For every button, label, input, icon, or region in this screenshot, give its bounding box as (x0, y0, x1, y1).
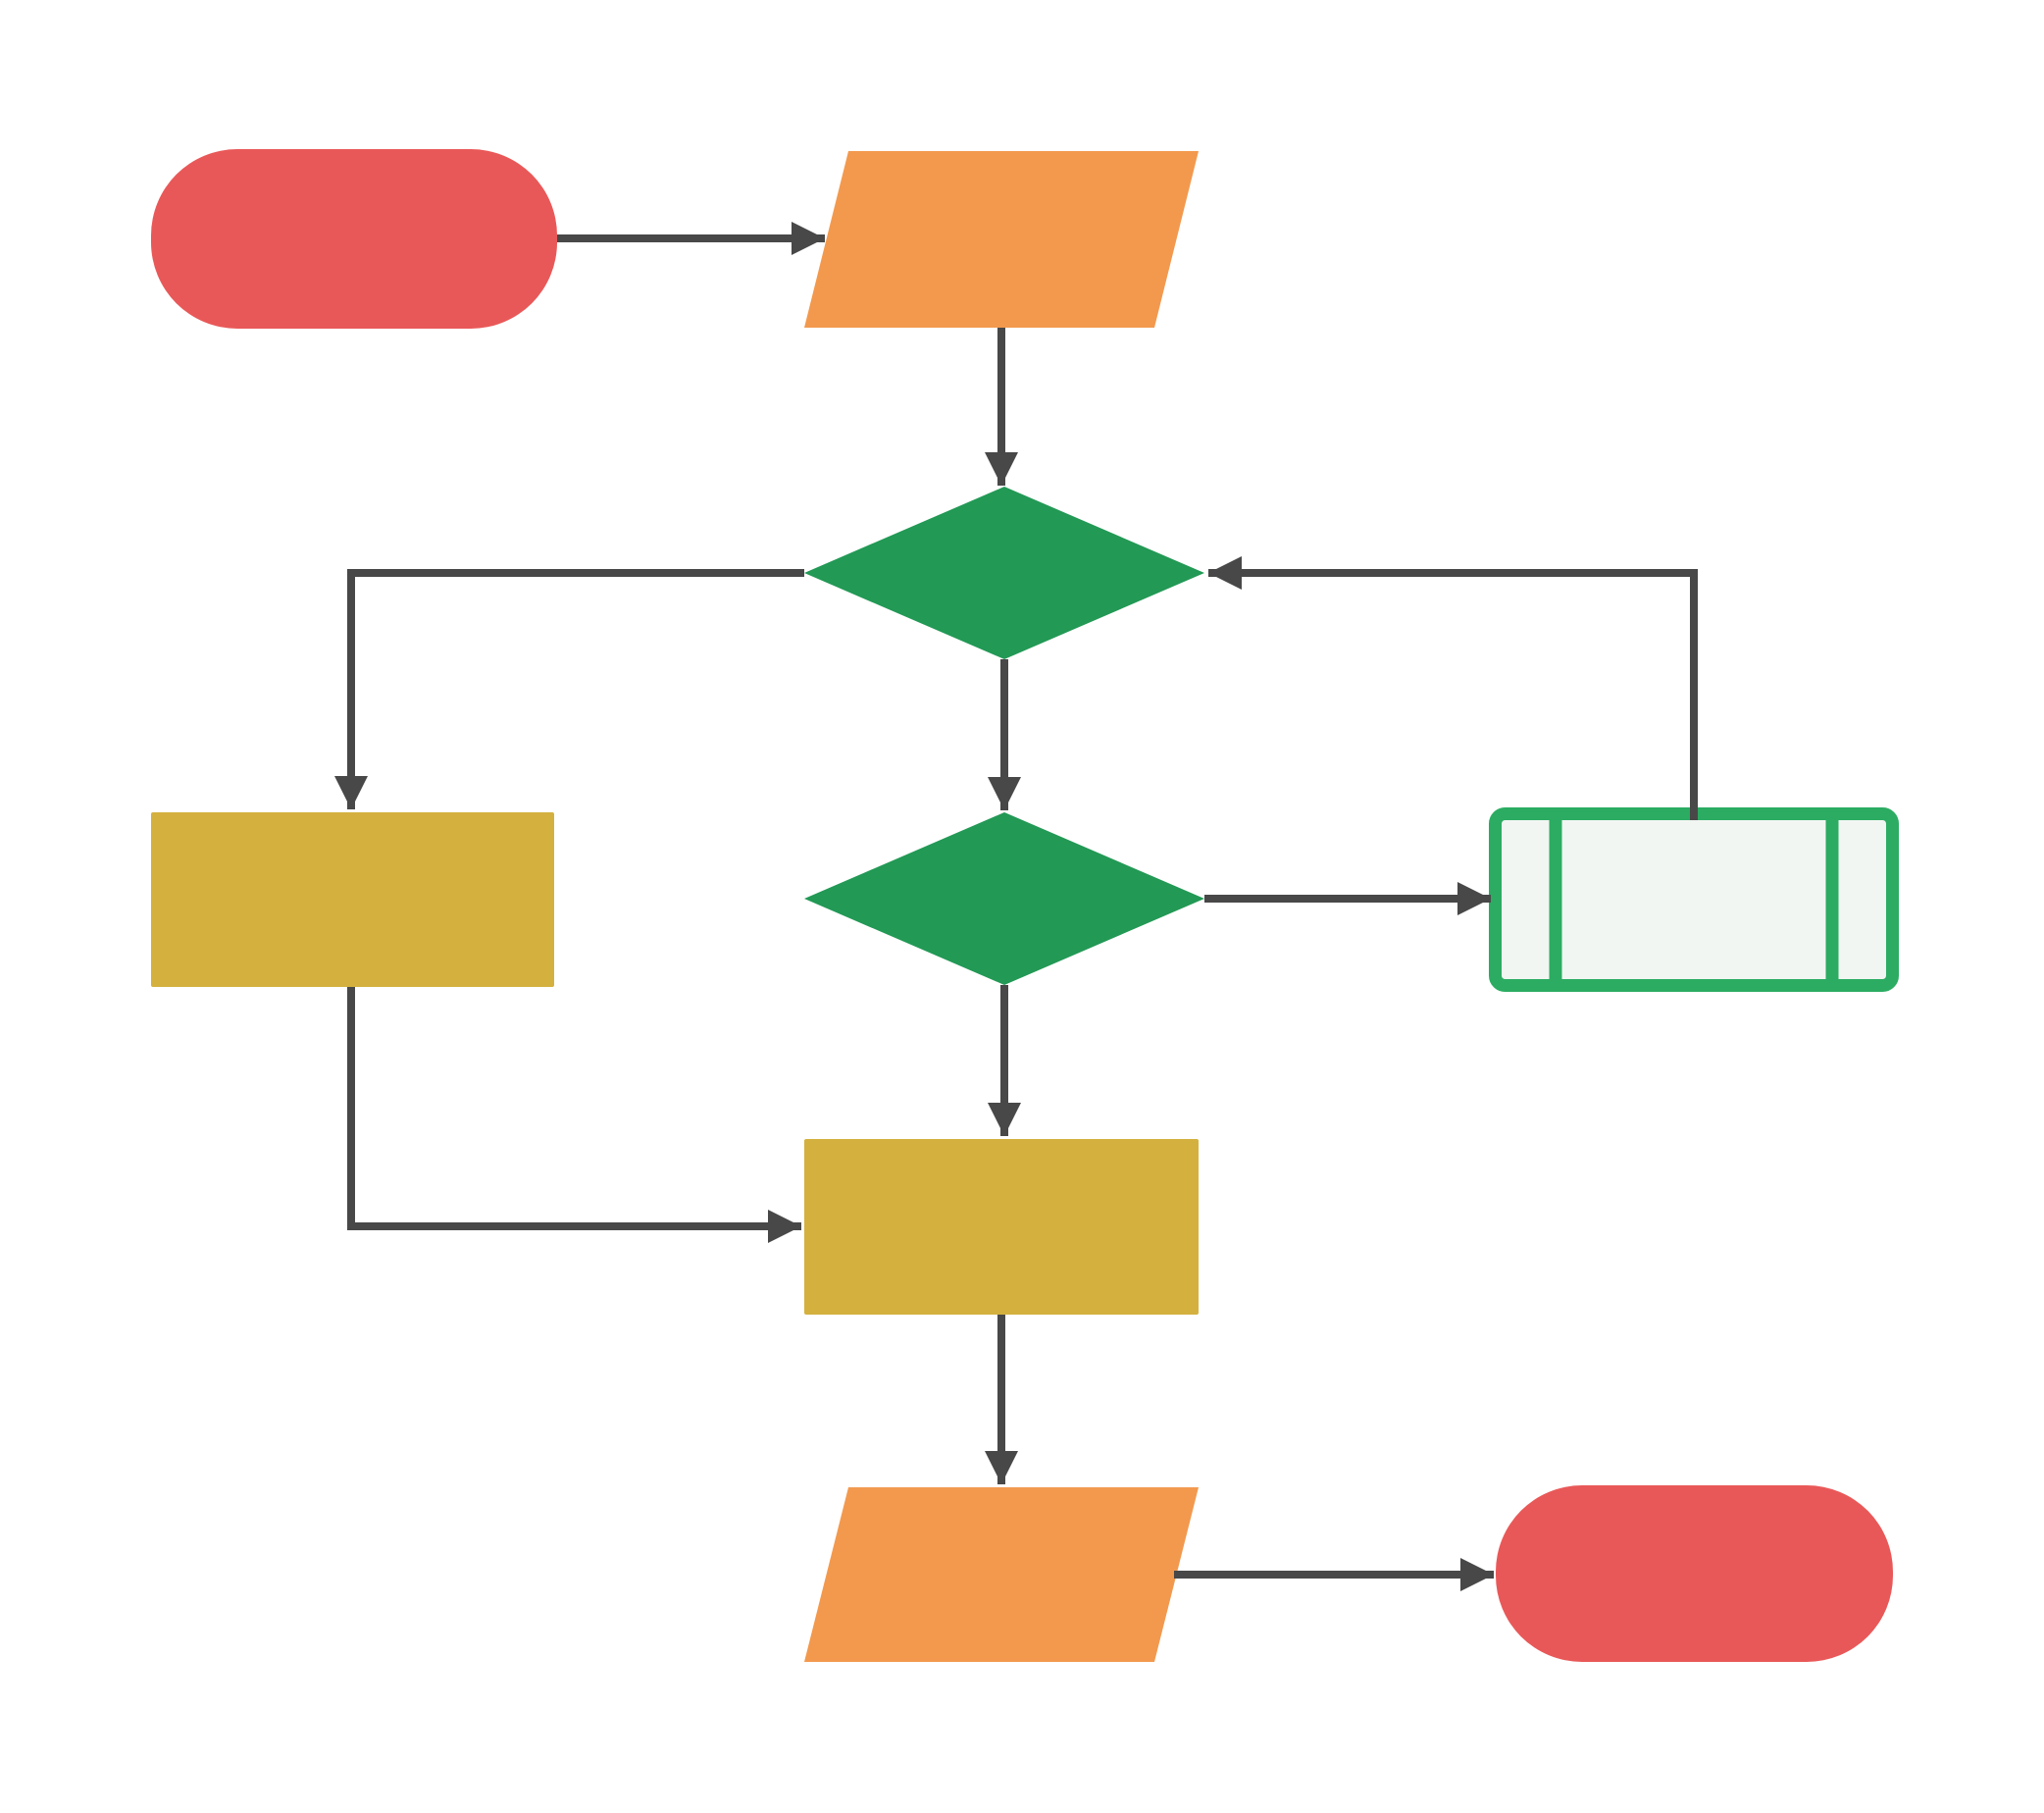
output-parallelogram[interactable] (804, 1487, 1199, 1662)
end-terminator[interactable] (1496, 1485, 1893, 1662)
predefined-process-rect[interactable] (1489, 807, 1899, 992)
edge-process-left-to-process-center[interactable] (347, 987, 801, 1243)
edges-layer (334, 222, 1698, 1591)
process-rect-center[interactable] (804, 1139, 1199, 1315)
nodes-layer (151, 149, 1899, 1662)
decision-diamond-1[interactable] (804, 487, 1204, 659)
edge-decision1-to-process-left[interactable] (334, 569, 804, 809)
process-rect-left[interactable] (151, 812, 554, 987)
decision-diamond-2[interactable] (804, 812, 1204, 985)
input-parallelogram[interactable] (804, 151, 1199, 328)
edge-predefined-to-decision1[interactable] (1208, 556, 1698, 820)
start-terminator[interactable] (151, 149, 557, 329)
